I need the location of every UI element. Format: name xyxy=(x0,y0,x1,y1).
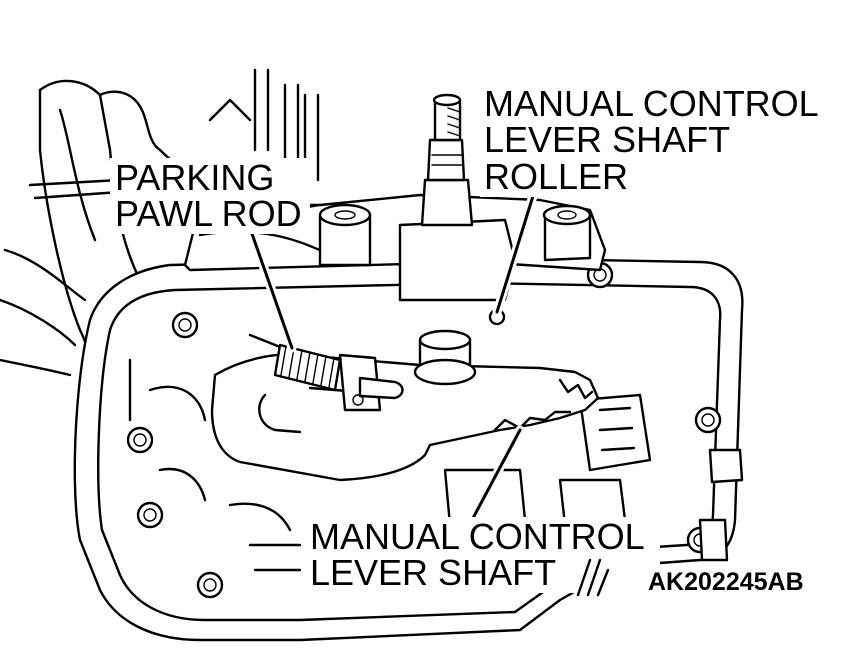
pawl-label-line-1: PARKING xyxy=(115,157,274,198)
manual-control-shaft-stud xyxy=(420,93,474,227)
shaft-label-line-2: LEVER SHAFT xyxy=(310,552,556,593)
label-manual-control-lever-shaft: MANUAL CONTROL LEVER SHAFT xyxy=(305,516,660,593)
detent-plate xyxy=(210,353,600,482)
label-manual-control-lever-shaft-roller: MANUAL CONTROL LEVER SHAFT ROLLER xyxy=(480,83,830,197)
break-marks xyxy=(576,558,610,597)
roller-label-line-3: ROLLER xyxy=(484,156,628,197)
pawl-label-line-2: PAWL ROD xyxy=(115,193,302,234)
shaft-label-line-1: MANUAL CONTROL xyxy=(310,516,645,557)
label-parking-pawl-rod: PARKING PAWL ROD xyxy=(110,157,310,234)
roller-label-line-1: MANUAL CONTROL xyxy=(484,83,819,124)
parking-pawl-rod xyxy=(248,333,404,412)
leader-lines xyxy=(245,191,538,525)
roller-label-line-2: LEVER SHAFT xyxy=(484,119,730,160)
figure-code: AK202245AB xyxy=(648,568,804,596)
